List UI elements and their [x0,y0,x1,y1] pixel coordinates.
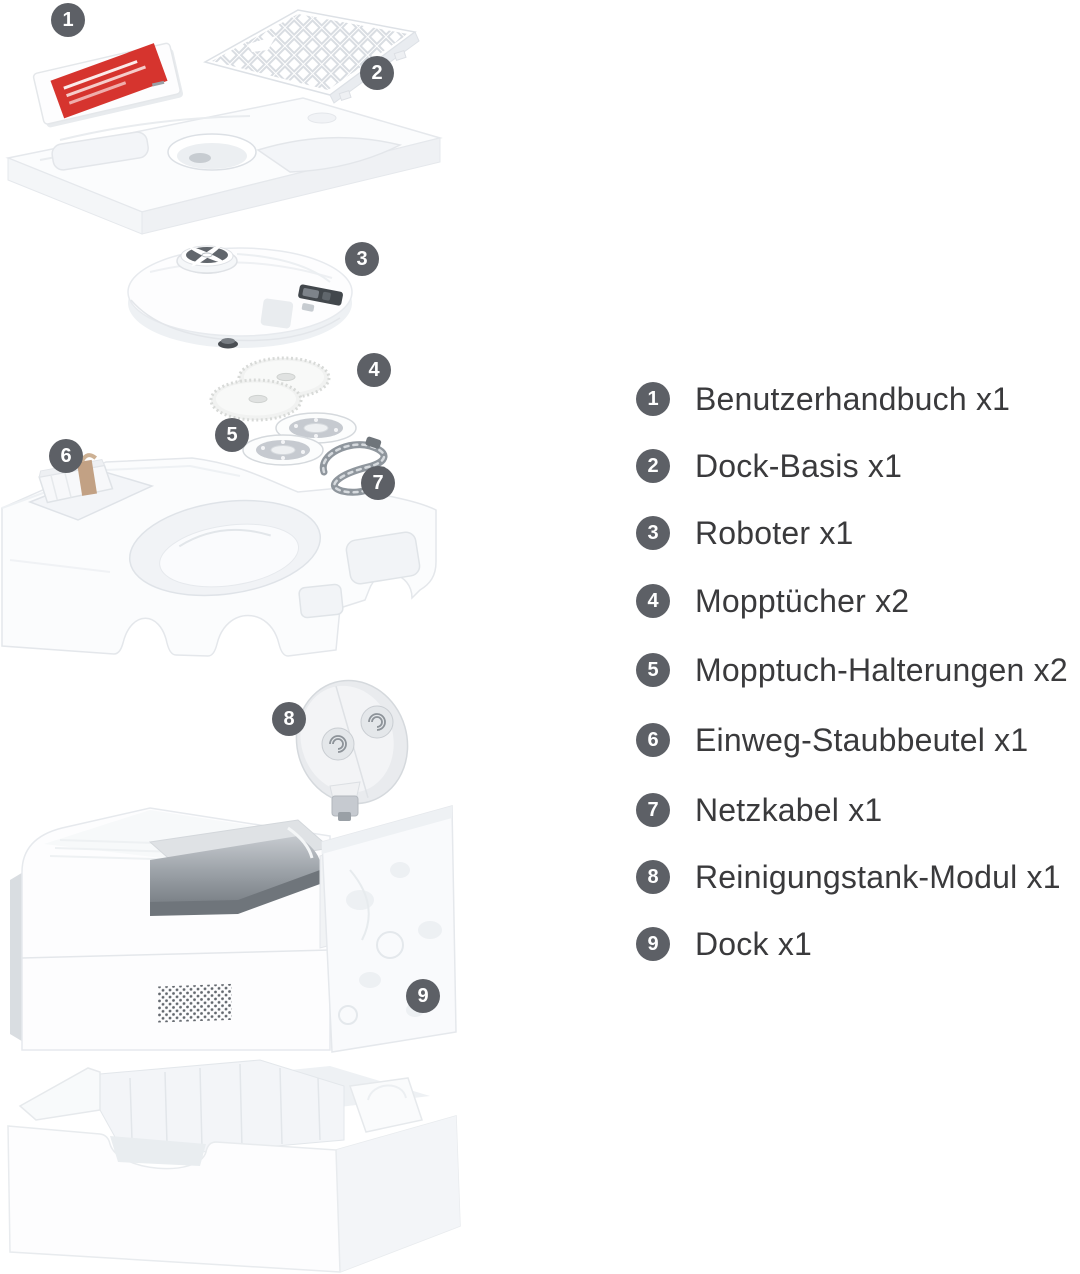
legend-label-6: Einweg-Staubbeutel x1 [695,721,1029,758]
callout-9: 9 [406,979,440,1013]
user-manual-illustration [32,42,183,128]
foam-insert-illustration [1,457,437,657]
callout-1: 1 [51,3,85,37]
legend-badge-2: 2 [636,449,670,483]
robot-illustration [127,243,353,349]
callout-2: 2 [360,56,394,90]
legend-label-7: Netzkabel x1 [695,791,883,828]
legend-label-1: Benutzerhandbuch x1 [695,380,1011,417]
bottom-foam-tray-illustration [7,1059,461,1273]
callout-7: 7 [361,466,395,500]
legend-item-roboter: 3 Roboter x1 [636,514,854,551]
legend-badge-8: 8 [636,860,670,894]
legend-label-2: Dock-Basis x1 [695,447,903,484]
legend-item-dock: 9 Dock x1 [636,925,813,962]
legend-badge-9: 9 [636,927,670,961]
top-foam-tray-illustration [5,97,443,235]
callout-6: 6 [49,439,83,473]
legend-label-3: Roboter x1 [695,514,854,551]
legend-badge-1: 1 [636,382,670,416]
legend-item-benutzerhandbuch: 1 Benutzerhandbuch x1 [636,380,1011,417]
legend-item-mopptuch-halterungen: 5 Mopptuch-Halterungen x2 [636,651,1068,688]
dust-bag-illustration [38,453,114,504]
callout-5: 5 [215,418,249,452]
dock-base-illustration [203,9,420,104]
legend-badge-3: 3 [636,516,670,550]
legend-item-netzkabel: 7 Netzkabel x1 [636,791,883,828]
legend-item-einweg-staubbeutel: 6 Einweg-Staubbeutel x1 [636,721,1029,758]
legend-item-reinigungstank-modul: 8 Reinigungstank-Modul x1 [636,858,1061,895]
legend-badge-7: 7 [636,793,670,827]
legend-label-4: Mopptücher x2 [695,582,910,619]
mop-pad-holders-illustration [242,412,357,466]
callout-3: 3 [345,242,379,276]
legend-item-dock-basis: 2 Dock-Basis x1 [636,447,903,484]
legend-label-9: Dock x1 [695,925,813,962]
legend-label-5: Mopptuch-Halterungen x2 [695,651,1068,688]
legend-badge-5: 5 [636,653,670,687]
legend-item-mopptuecher: 4 Mopptücher x2 [636,582,910,619]
cleaning-tank-module-illustration [295,679,409,821]
callout-8: 8 [272,702,306,736]
legend-badge-6: 6 [636,723,670,757]
legend-label-8: Reinigungstank-Modul x1 [695,858,1061,895]
power-cable-illustration [319,436,388,496]
exploded-view-illustration [1,9,461,1273]
dock-illustration [10,805,457,1053]
callout-4: 4 [357,353,391,387]
legend-badge-4: 4 [636,584,670,618]
mop-pads-illustration [209,356,331,422]
legend: 1 Benutzerhandbuch x1 2 Dock-Basis x1 3 … [636,0,1080,1274]
